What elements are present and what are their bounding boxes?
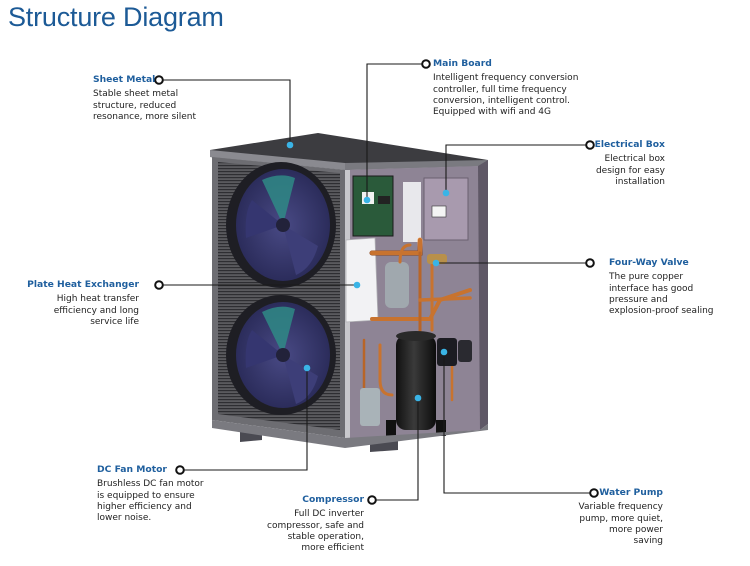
callout-description: Electrical box design for easy installat… <box>595 154 665 187</box>
callout-heading: Electrical Box <box>594 139 665 150</box>
upper-fan <box>226 162 336 288</box>
ring-compressor <box>367 495 377 505</box>
callout-line-main-board <box>366 63 422 200</box>
four-way-valve-body <box>427 254 447 264</box>
callout-line-dc-fan-motor <box>184 368 308 471</box>
callout-description: Full DC inverter compressor, safe and st… <box>267 509 364 554</box>
marker-electrical-box <box>442 189 450 197</box>
callout-plate-heat-exchanger: Plate Heat Exchanger High heat transfer … <box>27 279 139 328</box>
ring-sheet-metal <box>154 75 164 85</box>
callout-compressor: Compressor Full DC inverter compressor, … <box>267 494 364 554</box>
base-pan <box>212 420 488 448</box>
callout-heading: Sheet Metal <box>93 74 156 85</box>
accumulator-tank <box>385 262 409 308</box>
callout-description: Brushless DC fan motor is equipped to en… <box>97 479 204 524</box>
marker-main-board <box>363 196 371 204</box>
callout-sheet-metal: Sheet Metal Stable sheet metal structure… <box>93 74 196 123</box>
callout-heading: Compressor <box>302 494 364 505</box>
component-markers <box>286 141 450 402</box>
callout-heading: Four-Way Valve <box>609 257 689 268</box>
marker-sheet-metal <box>286 141 294 149</box>
ring-electrical-box <box>585 140 595 150</box>
capacitor <box>360 388 380 426</box>
callout-lines <box>163 63 590 501</box>
main-board-pcb <box>352 175 394 237</box>
callout-dc-fan-motor: DC Fan Motor Brushless DC fan motor is e… <box>97 464 204 524</box>
ring-plate-heat-exchanger <box>154 280 164 290</box>
callout-heading: Plate Heat Exchanger <box>27 279 139 290</box>
callout-four-way-valve: Four-Way Valve The pure copper interface… <box>609 257 714 317</box>
ring-dc-fan-motor <box>175 465 185 475</box>
callout-description: The pure copper interface has good press… <box>609 272 714 317</box>
callout-line-water-pump <box>443 352 590 494</box>
marker-water-pump <box>440 348 448 356</box>
compressor-body <box>396 335 436 430</box>
callout-description: Variable frequency pump, more quiet, mor… <box>578 502 663 547</box>
callout-description: Intelligent frequency conversion control… <box>433 73 579 118</box>
marker-four-way-valve <box>432 259 440 267</box>
callout-line-electrical-box <box>445 144 590 193</box>
callout-main-board: Main Board Intelligent frequency convers… <box>433 58 578 118</box>
page-title: Structure Diagram <box>8 2 224 32</box>
callout-heading: Main Board <box>433 58 492 69</box>
ring-water-pump <box>589 488 599 498</box>
callout-line-sheet-metal <box>163 79 291 145</box>
lower-fan <box>226 295 336 415</box>
callout-rings <box>154 59 599 505</box>
callout-line-compressor <box>368 398 419 501</box>
callout-water-pump: Water Pump Variable frequency pump, more… <box>579 487 663 547</box>
marker-compressor <box>414 394 422 402</box>
callout-electrical-box: Electrical Box Electrical box design for… <box>595 139 665 188</box>
ring-four-way-valve <box>585 258 595 268</box>
callout-description: Stable sheet metal structure, reduced re… <box>93 89 196 122</box>
callout-heading: DC Fan Motor <box>97 464 167 475</box>
marker-plate-heat-exchanger <box>353 281 361 289</box>
ring-main-board <box>421 59 431 69</box>
callout-description: High heat transfer efficiency and long s… <box>53 294 139 327</box>
callout-heading: Water Pump <box>599 487 663 498</box>
marker-dc-fan-motor <box>303 364 311 372</box>
